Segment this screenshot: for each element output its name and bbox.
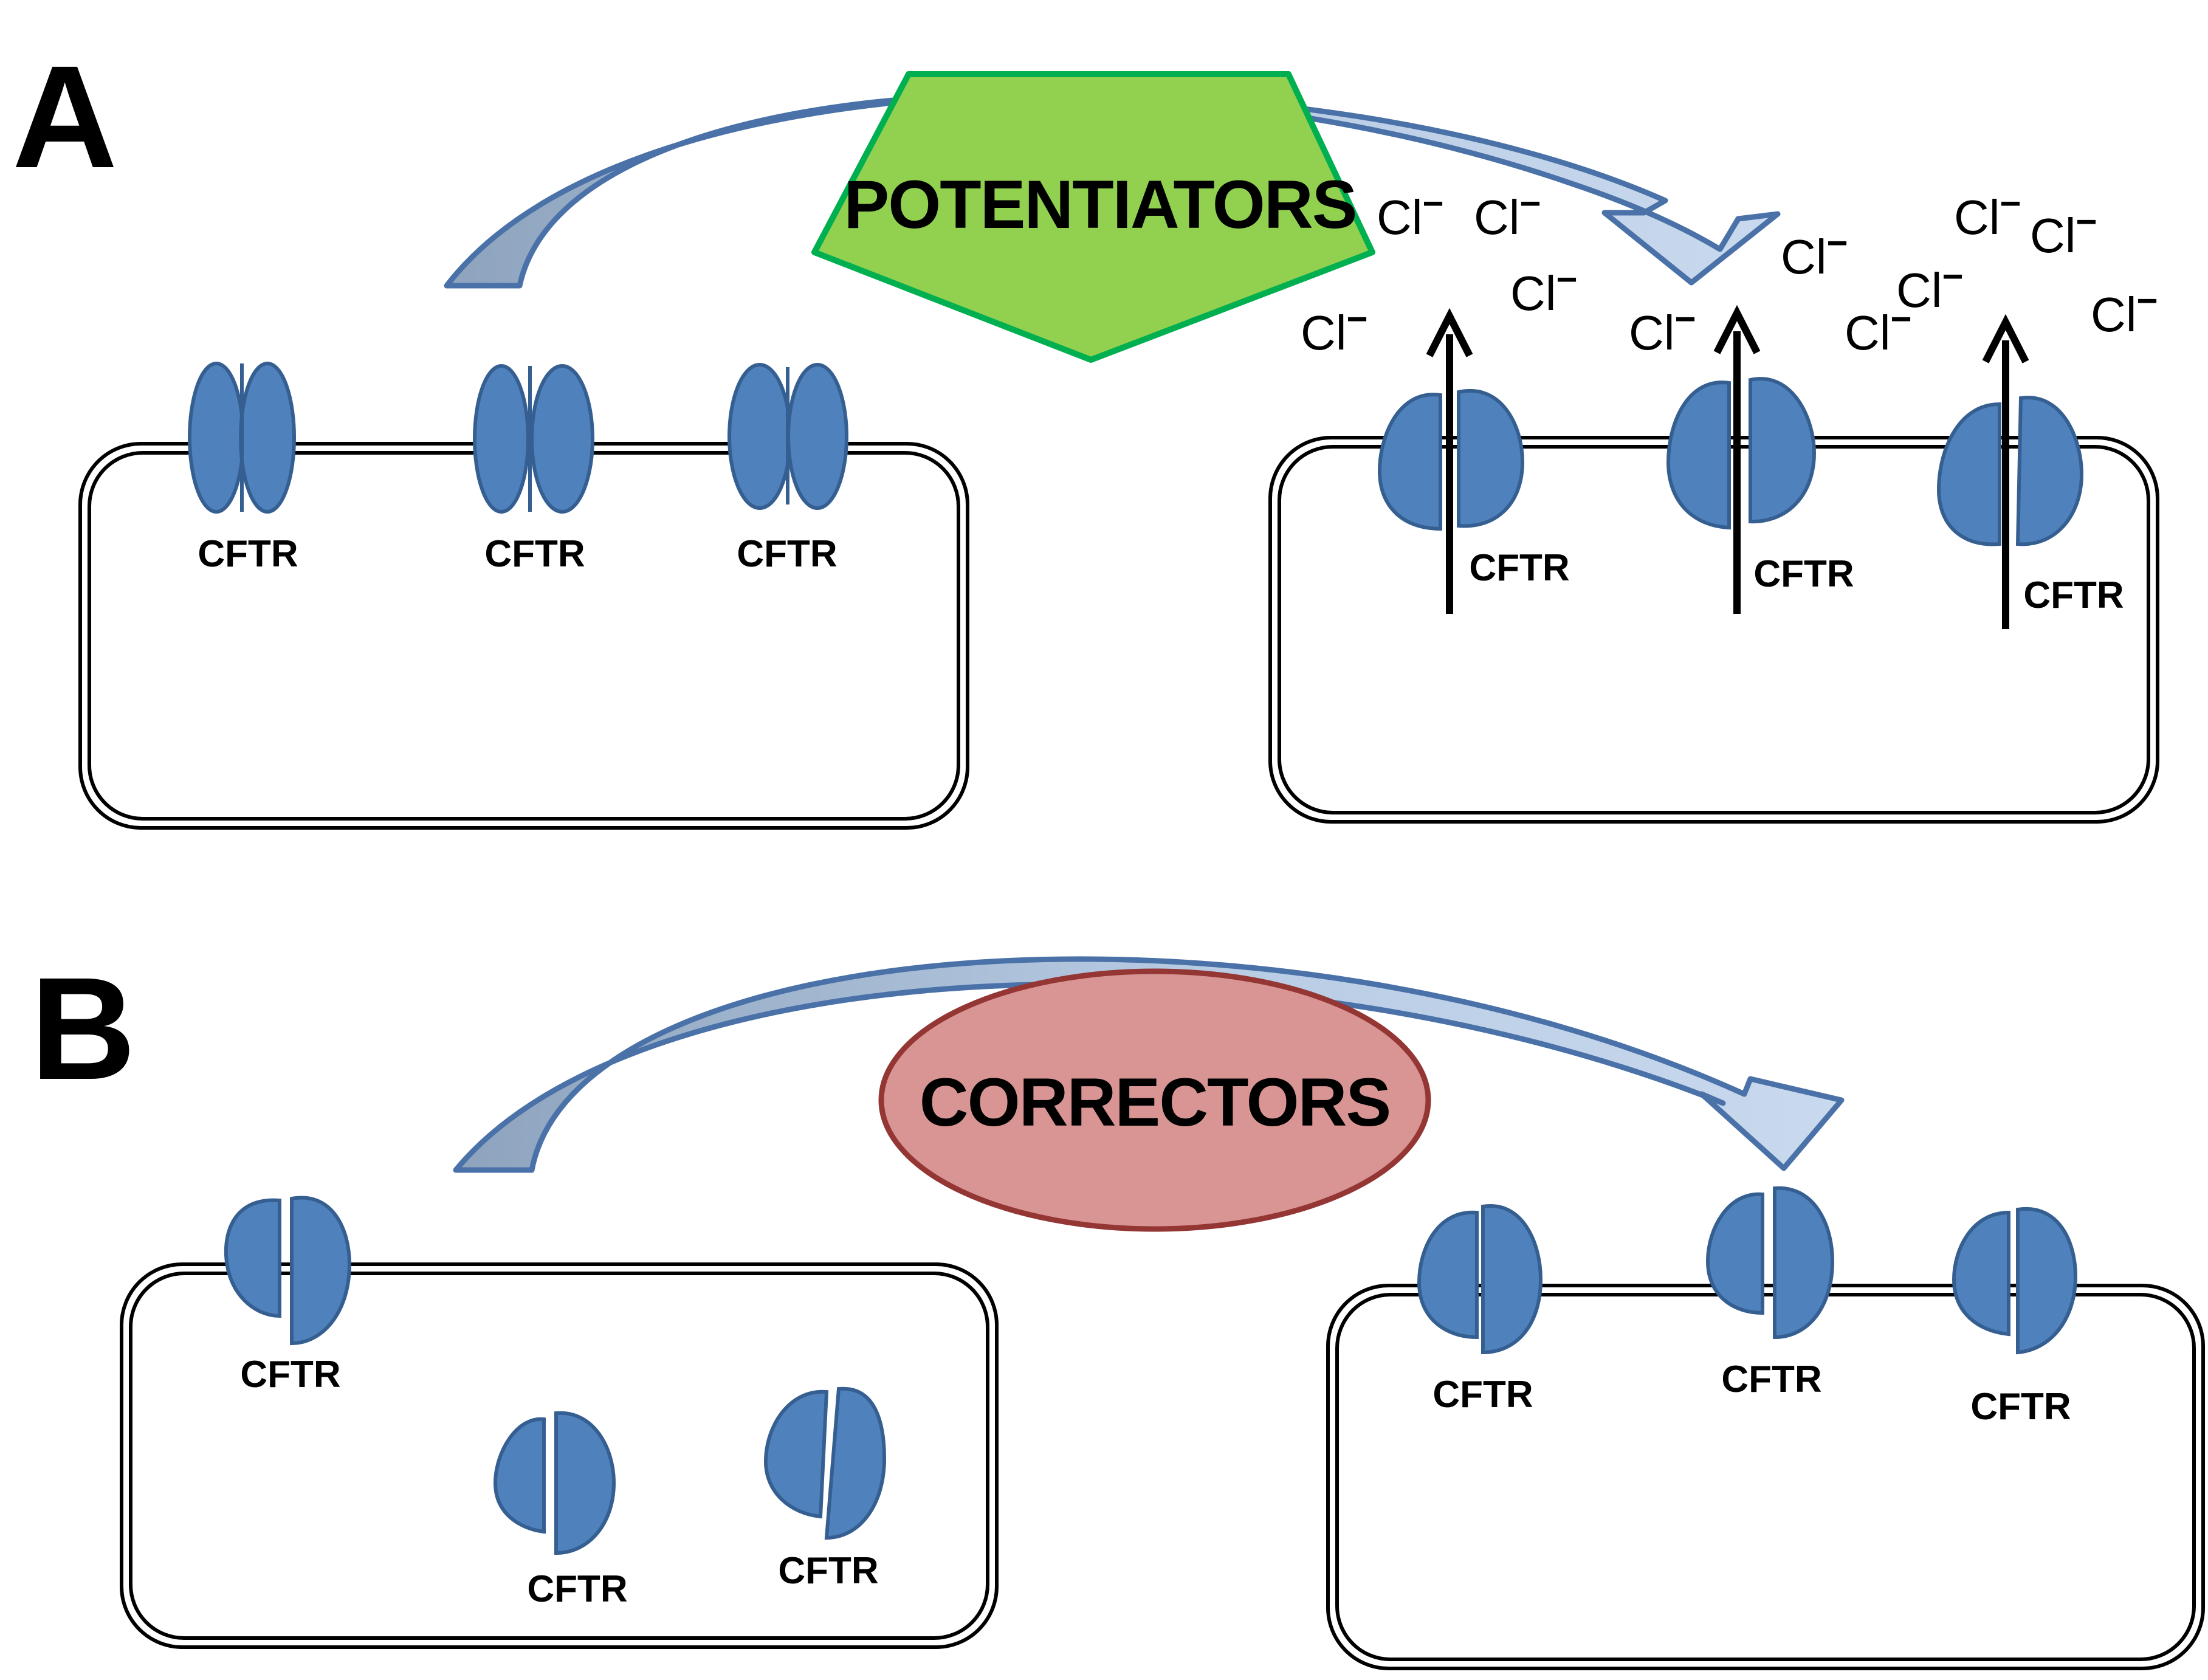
cftr-label: CFTR bbox=[1432, 1374, 1533, 1416]
chloride-ions: Cl− Cl− Cl− Cl− Cl− Cl− Cl− Cl− Cl− Cl− … bbox=[1301, 183, 2158, 360]
cftr-label: CFTR bbox=[1753, 553, 1854, 595]
cftr-label: CFTR bbox=[484, 533, 585, 575]
cftr-channel-open bbox=[1936, 396, 2084, 546]
cftr-channel-open bbox=[1666, 377, 1817, 530]
chloride-ion: Cl− bbox=[1510, 259, 1578, 320]
cftr-channel-misfolded bbox=[493, 1411, 616, 1555]
cftr-label: CFTR bbox=[1970, 1386, 2071, 1428]
panel-b-letter: B bbox=[30, 947, 136, 1110]
chloride-ion: Cl− bbox=[1954, 183, 2021, 244]
cftr-label: CFTR bbox=[778, 1550, 878, 1592]
cftr-label: CFTR bbox=[1469, 547, 1569, 589]
panel-a: A POTENTIATORS CFTR CFTR bbox=[12, 35, 2159, 830]
panel-b-cell-after bbox=[1326, 1284, 2205, 1670]
cftr-label: CFTR bbox=[737, 533, 837, 575]
cftr-label: CFTR bbox=[2023, 574, 2124, 616]
panel-a-cell-after bbox=[1268, 436, 2159, 824]
cftr-channel-misfolded bbox=[224, 1196, 352, 1346]
chloride-ion: Cl− bbox=[2030, 201, 2097, 263]
cftr-channel-closed bbox=[188, 362, 296, 514]
cftr-label: CFTR bbox=[527, 1568, 627, 1610]
panel-b: B CORRECTORS CFTR CFTR bbox=[30, 947, 2205, 1670]
chloride-ion: Cl− bbox=[1377, 183, 1444, 244]
chloride-flux-arrow bbox=[1713, 305, 1761, 614]
chloride-ion: Cl− bbox=[1629, 298, 1696, 360]
cftr-channel-open bbox=[1377, 389, 1525, 531]
cftr-channel-closed bbox=[727, 363, 848, 510]
cftr-channel-corrected bbox=[1417, 1204, 1543, 1355]
chloride-ion: Cl− bbox=[1845, 298, 1912, 360]
cftr-channel-corrected bbox=[1705, 1186, 1835, 1340]
chloride-flux-arrow bbox=[1426, 308, 1473, 614]
chloride-flux-arrow bbox=[1982, 314, 2029, 629]
chloride-ion: Cl− bbox=[2091, 280, 2158, 342]
potentiators-badge bbox=[811, 71, 1375, 363]
cftr-label: CFTR bbox=[198, 533, 298, 575]
cftr-channel-closed bbox=[473, 364, 594, 514]
correctors-badge bbox=[878, 968, 1431, 1232]
chloride-ion: Cl− bbox=[1781, 222, 1848, 284]
cftr-channel-corrected bbox=[1952, 1207, 2078, 1355]
cftr-channel-misfolded bbox=[763, 1386, 887, 1540]
chloride-ion: Cl− bbox=[1896, 256, 1964, 317]
panel-a-letter: A bbox=[12, 35, 117, 198]
cftr-label: CFTR bbox=[240, 1354, 340, 1396]
cftr-label: CFTR bbox=[1721, 1358, 1821, 1400]
potentiators-label: POTENTIATORS bbox=[844, 167, 1356, 243]
correctors-label: CORRECTORS bbox=[920, 1064, 1390, 1140]
panel-a-curved-arrow bbox=[444, 91, 1781, 289]
panel-b-curved-arrow bbox=[453, 956, 1845, 1173]
chloride-ion: Cl− bbox=[1474, 183, 1541, 244]
chloride-ion: Cl− bbox=[1301, 298, 1368, 360]
